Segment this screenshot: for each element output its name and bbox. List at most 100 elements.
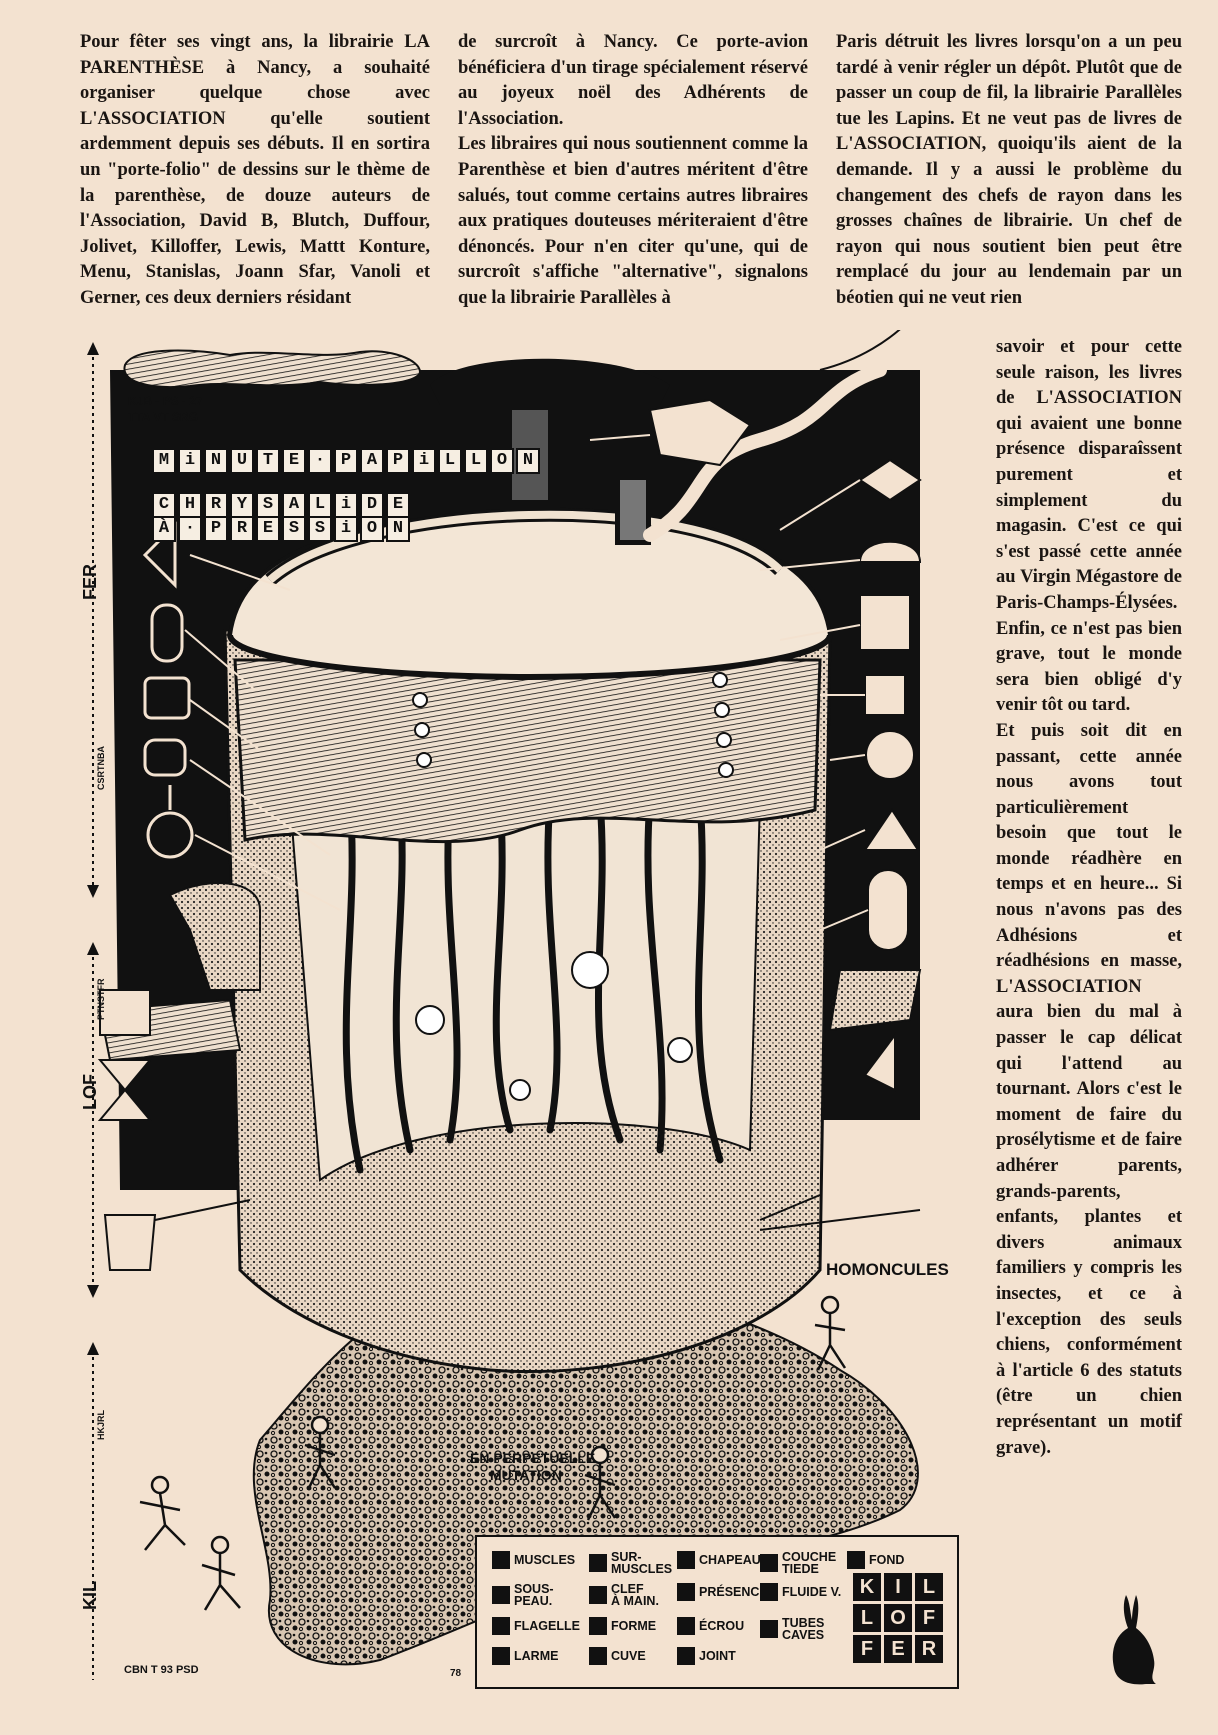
legend-swatch-icon bbox=[589, 1647, 607, 1665]
boxed-letter: E bbox=[256, 516, 280, 542]
legend-item: JOINT bbox=[677, 1647, 736, 1665]
boxed-letter: C bbox=[152, 492, 176, 518]
boxed-letter: O bbox=[490, 448, 514, 474]
legend-swatch-icon bbox=[492, 1647, 510, 1665]
legend-label: CHAPEAU bbox=[699, 1553, 761, 1567]
boxed-letter: T bbox=[256, 448, 280, 474]
legend-swatch-icon bbox=[492, 1617, 510, 1635]
legend-label: CUVE bbox=[611, 1649, 646, 1663]
side-label-kil: KIL bbox=[80, 1581, 100, 1610]
legend-swatch-icon bbox=[760, 1620, 778, 1638]
legend-swatch-icon bbox=[492, 1551, 510, 1569]
legend-label: TUBES CAVES bbox=[782, 1616, 825, 1642]
legend-swatch-icon bbox=[760, 1583, 778, 1601]
grid-letter: F bbox=[853, 1635, 881, 1663]
boxed-letter: O bbox=[360, 516, 384, 542]
grid-letter: E bbox=[884, 1635, 912, 1663]
legend-item: FLUIDE V. bbox=[760, 1583, 841, 1601]
boxed-letter: H bbox=[178, 492, 202, 518]
paragraph: Les libraires qui nous soutiennent comme… bbox=[458, 134, 808, 308]
legend-swatch-icon bbox=[677, 1647, 695, 1665]
mutation-label-1: EN PERPETUELLE bbox=[470, 1450, 596, 1466]
boxed-letter: E bbox=[282, 448, 306, 474]
legend-label: LARME bbox=[514, 1649, 559, 1663]
boxed-letter: P bbox=[204, 516, 228, 542]
legend-swatch-icon bbox=[589, 1617, 607, 1635]
legend-label: FLAGELLE bbox=[514, 1619, 580, 1633]
boxed-letter: i bbox=[412, 448, 436, 474]
homoncules-label: HOMONCULES bbox=[826, 1260, 949, 1279]
bottom-number: 78 bbox=[450, 1668, 462, 1679]
boxed-letter: N bbox=[204, 448, 228, 474]
boxed-letter: U bbox=[230, 448, 254, 474]
paragraph: Pour fêter ses vingt ans, la librairie L… bbox=[80, 32, 430, 308]
side-label-fer: FER bbox=[80, 564, 100, 600]
legend-label: FOND bbox=[869, 1553, 905, 1567]
article-column-3-continued: savoir et pour cette seule raison, les l… bbox=[996, 335, 1182, 1461]
paragraph: Et puis soit dit en passant, cette année… bbox=[996, 720, 1182, 1458]
boxed-letter: · bbox=[178, 516, 202, 542]
grid-letter: L bbox=[853, 1604, 881, 1632]
boxed-letter: N bbox=[386, 516, 410, 542]
legend-item: FORME bbox=[589, 1617, 656, 1635]
legend-item: CHAPEAU bbox=[677, 1551, 761, 1569]
grid-letter: O bbox=[884, 1604, 912, 1632]
side-code-2: PTNSTFR bbox=[96, 978, 106, 1021]
grid-letter: I bbox=[884, 1573, 912, 1601]
legend-item: PRÉSENCE bbox=[677, 1583, 768, 1601]
boxed-letter: i bbox=[334, 516, 358, 542]
boxed-letter: R bbox=[230, 516, 254, 542]
rabbit-icon bbox=[1112, 1595, 1156, 1685]
legend-item: FOND bbox=[847, 1551, 904, 1569]
mutation-label-2: MUTATION bbox=[490, 1467, 562, 1483]
legend-swatch-icon bbox=[589, 1586, 607, 1604]
legend-swatch-icon bbox=[677, 1551, 695, 1569]
boxed-letter: D bbox=[360, 492, 384, 518]
boxed-letter: L bbox=[438, 448, 462, 474]
legend-swatch-icon bbox=[677, 1583, 695, 1601]
legend-label: SUR- MUSCLES bbox=[611, 1550, 673, 1576]
legend-item: SOUS- PEAU. bbox=[492, 1583, 554, 1607]
boxed-letter: N bbox=[516, 448, 540, 474]
legend-item: SUR- MUSCLES bbox=[589, 1551, 672, 1575]
legend-label: CLEF À MAIN. bbox=[611, 1582, 659, 1608]
legend-item: CLEF À MAIN. bbox=[589, 1583, 659, 1607]
legend-swatch-icon bbox=[589, 1554, 607, 1572]
paragraph: savoir et pour cette seule raison, les l… bbox=[996, 337, 1182, 716]
article-column-3: Paris détruit les livres lorsqu'on a un … bbox=[836, 30, 1182, 312]
boxed-letter: A bbox=[282, 492, 306, 518]
legend-swatch-icon bbox=[492, 1586, 510, 1604]
boxed-letter: L bbox=[464, 448, 488, 474]
legend-label: FLUIDE V. bbox=[782, 1585, 842, 1599]
boxed-letter: S bbox=[308, 516, 332, 542]
grid-letter: L bbox=[915, 1573, 943, 1601]
pressure-cooker-illustration bbox=[87, 330, 922, 1680]
legend-label: PRÉSENCE bbox=[699, 1585, 768, 1599]
boxed-letter: À bbox=[152, 516, 176, 542]
boxed-letter: P bbox=[334, 448, 358, 474]
grid-letter: R bbox=[915, 1635, 943, 1663]
legend-label: ÉCROU bbox=[699, 1619, 745, 1633]
boxed-letter: Y bbox=[230, 492, 254, 518]
legend-item: TUBES CAVES bbox=[760, 1617, 824, 1641]
legend-item: LARME bbox=[492, 1647, 558, 1665]
boxed-letter: i bbox=[334, 492, 358, 518]
boxed-letter: S bbox=[282, 516, 306, 542]
paragraph: Paris détruit les livres lorsqu'on a un … bbox=[836, 32, 1182, 308]
boxed-letter: M bbox=[152, 448, 176, 474]
boxed-letter: E bbox=[386, 492, 410, 518]
boxed-letter: L bbox=[308, 492, 332, 518]
paragraph: de surcroît à Nancy. Ce porte-avion béné… bbox=[458, 32, 808, 129]
bottom-code: CBN T 93 PSD bbox=[124, 1664, 199, 1676]
legend-label: SOUS- PEAU. bbox=[514, 1582, 554, 1608]
article-column-1: Pour fêter ses vingt ans, la librairie L… bbox=[80, 30, 430, 312]
boxed-letter: i bbox=[178, 448, 202, 474]
legend-swatch-icon bbox=[847, 1551, 865, 1569]
boxed-letter: P bbox=[386, 448, 410, 474]
